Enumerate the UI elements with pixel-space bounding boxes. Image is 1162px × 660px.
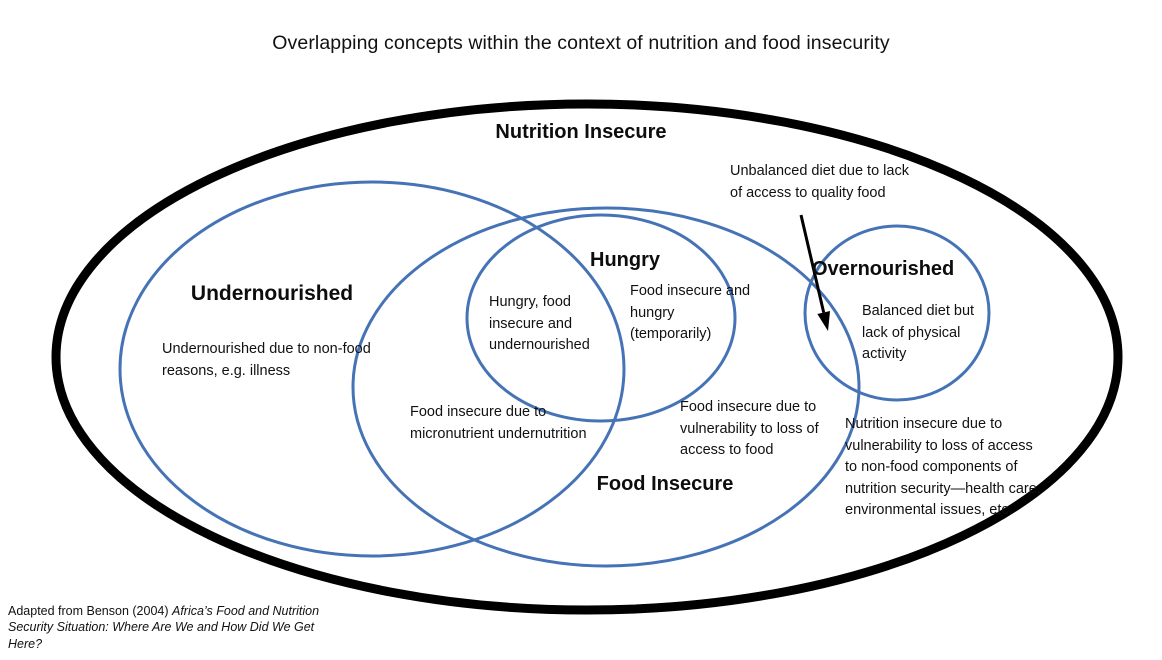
label-nutrition-insecure: Nutrition Insecure (495, 121, 667, 143)
figure-title: Overlapping concepts within the context … (272, 32, 890, 54)
label-food-insecure: Food Insecure (596, 473, 734, 495)
ellipse-undernourished (118, 180, 626, 558)
ellipse-food-insecure (351, 206, 861, 568)
note-undernourished: Undernourished due to non-food reasons, … (162, 341, 371, 379)
note-micronutrient-undernutrition: Food insecure due to micronutrient under… (410, 404, 587, 442)
annotation-arrow-icon (799, 214, 831, 331)
ellipse-hungry (465, 213, 737, 423)
label-overnourished: Overnourished (812, 258, 955, 280)
note-hungry-undernourished-overlap: Hungry, food insecure and undernourished (489, 294, 590, 353)
note-vulnerability-loss-of-food-access: Food insecure due to vulnerability to lo… (680, 399, 819, 458)
citation: Adapted from Benson (2004) Africa’s Food… (8, 586, 338, 660)
note-overnourished: Balanced diet but lack of physical activ… (862, 303, 975, 362)
label-undernourished: Undernourished (190, 282, 354, 305)
ellipse-nutrition-insecure (51, 99, 1123, 615)
annotation-unbalanced-diet: Unbalanced diet due to lack of access to… (730, 163, 909, 201)
note-nutrition-insecure-vulnerability: Nutrition insecure due to vulnerability … (845, 416, 1041, 518)
ellipse-overnourished (803, 224, 991, 402)
note-hungry-temporary: Food insecure and hungry (temporarily) (630, 283, 751, 342)
citation-prefix: Adapted from Benson (2004) (8, 603, 172, 618)
citation-title: Africa’s Food and Nutrition Security Sit… (8, 603, 320, 651)
label-hungry: Hungry (590, 249, 660, 271)
